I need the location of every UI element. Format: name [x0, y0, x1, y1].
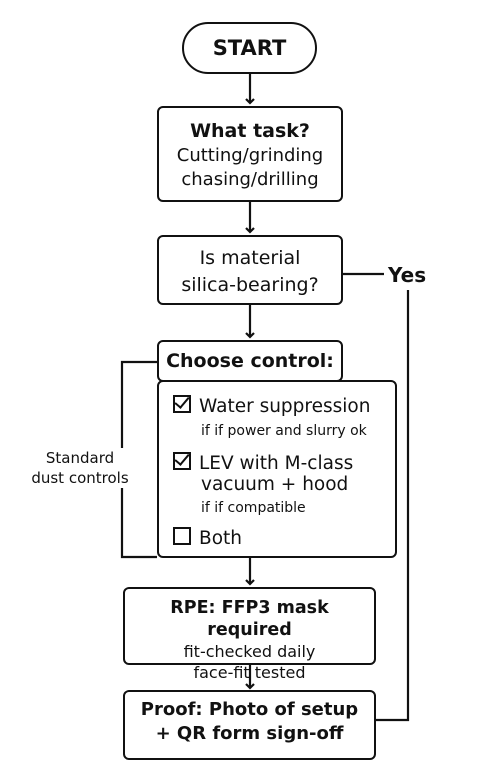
task-node: What task? Cutting/grinding chasing/dril…: [157, 106, 343, 202]
proof-node: Proof: Photo of setup + QR form sign-off: [123, 690, 376, 760]
option-lev-vacuum[interactable]: LEV with M-class: [173, 452, 353, 475]
option-note: if if power and slurry ok: [201, 423, 367, 439]
control-options-box: Water suppression if if power and slurry…: [157, 380, 397, 558]
proof-line-2: + QR form sign-off: [155, 723, 344, 744]
checkbox-empty-icon[interactable]: [173, 527, 191, 545]
option-label: LEV with M-class: [199, 453, 354, 474]
option-both[interactable]: Both: [173, 527, 242, 550]
start-label: START: [212, 36, 287, 60]
option-water-suppression[interactable]: Water suppression: [173, 395, 370, 418]
standard-line-1: Standard: [45, 449, 115, 467]
option-note: if if compatible: [201, 500, 306, 516]
checkbox-checked-icon[interactable]: [173, 395, 191, 413]
proof-line-1: Proof: Photo of setup: [140, 699, 359, 720]
yes-to-proof-line: [376, 290, 410, 722]
task-title: What task?: [190, 120, 310, 142]
choose-control-header: Choose control:: [157, 340, 343, 382]
material-line-2: silica-bearing?: [181, 274, 319, 296]
choose-control-title: Choose control:: [166, 350, 334, 372]
standard-line-2: dust controls: [31, 469, 129, 487]
standard-dust-controls-label: Standard dust controls: [28, 448, 132, 488]
option-label-continued: vacuum + hood: [201, 474, 349, 495]
rpe-line-2: face-fit tested: [193, 663, 306, 682]
task-line-2: chasing/drilling: [181, 169, 319, 190]
start-node: START: [182, 22, 317, 74]
rpe-node: RPE: FFP3 mask required fit-checked dail…: [123, 587, 376, 682]
rpe-title: RPE: FFP3 mask required: [170, 598, 329, 640]
material-decision-node: Is material silica-bearing?: [157, 235, 343, 305]
yes-branch-label: Yes: [388, 263, 427, 287]
checkbox-checked-icon[interactable]: [173, 452, 191, 470]
option-label: Water suppression: [199, 396, 371, 417]
option-label: Both: [199, 528, 242, 549]
rpe-line-1: fit-checked daily: [183, 642, 316, 661]
material-line-1: Is material: [199, 247, 301, 269]
task-line-1: Cutting/grinding: [176, 145, 324, 166]
